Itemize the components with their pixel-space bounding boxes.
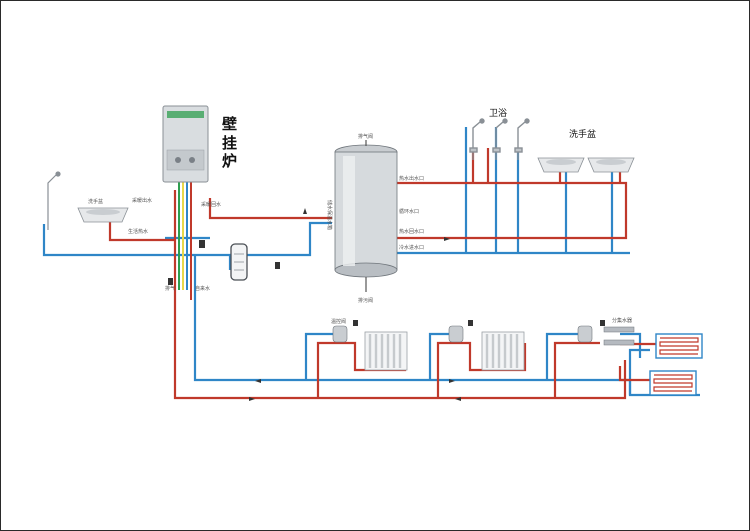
shower-icon bbox=[47, 171, 61, 230]
hot-water-pipes bbox=[108, 148, 658, 400]
valve-icon[interactable] bbox=[168, 240, 280, 285]
boiler-outlet-pipes bbox=[178, 180, 192, 300]
sink-icon bbox=[77, 207, 129, 223]
manifold-label: 分集水器 bbox=[612, 317, 632, 324]
tank-vertical-label: 储水保温水箱 bbox=[326, 200, 333, 230]
heating-return-label: 采暖回水 bbox=[201, 201, 221, 208]
radiator-valve-label: 温控阀 bbox=[331, 318, 346, 325]
radiator-icon[interactable] bbox=[481, 331, 525, 371]
wall-hung-boiler[interactable] bbox=[162, 105, 209, 183]
washbasin-label: 洗手盆 bbox=[569, 128, 596, 140]
domestic-hot-water-label: 生活热水 bbox=[128, 228, 148, 235]
tank-port-3-label: 热水回水口 bbox=[399, 228, 424, 235]
radiator-icon[interactable] bbox=[364, 331, 408, 371]
tank-bottom-label: 排污阀 bbox=[358, 297, 373, 304]
sink-icon bbox=[537, 157, 635, 173]
cold-water-in-label: 自来水 bbox=[195, 285, 210, 292]
tank-port-2-label: 循环水口 bbox=[399, 208, 419, 215]
flow-arrows bbox=[249, 208, 461, 401]
exhaust-label: 排气 bbox=[165, 285, 175, 292]
floor-heating-coil-icon[interactable] bbox=[655, 333, 703, 359]
heat-exchanger[interactable] bbox=[230, 243, 248, 281]
manifold[interactable] bbox=[603, 326, 635, 346]
tank-port-4-label: 冷水进水口 bbox=[399, 244, 424, 251]
boiler-label-char-3: 炉 bbox=[222, 152, 237, 170]
floor-heating-coil-icon[interactable] bbox=[649, 370, 697, 396]
heating-supply-label: 采暖出水 bbox=[132, 197, 152, 204]
valve-icon[interactable] bbox=[332, 320, 605, 343]
tank-top-label: 排气阀 bbox=[358, 133, 373, 140]
boiler-label-char-1: 壁 bbox=[222, 115, 237, 133]
storage-tank[interactable] bbox=[334, 140, 398, 292]
tank-port-1-label: 热水出水口 bbox=[399, 175, 424, 182]
boiler-label-char-2: 挂 bbox=[222, 134, 237, 152]
shower-icon bbox=[469, 118, 530, 160]
bathroom-label: 卫浴 bbox=[489, 108, 507, 119]
washbasin-left-label: 洗手盆 bbox=[88, 198, 103, 205]
